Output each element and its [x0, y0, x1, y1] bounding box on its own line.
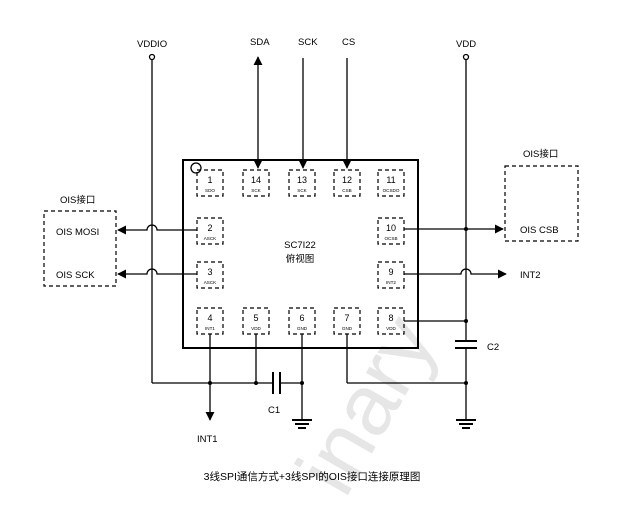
- svg-text:VDD: VDD: [251, 326, 261, 331]
- ground-symbol-2: [456, 419, 476, 429]
- svg-text:10: 10: [386, 223, 396, 233]
- svg-text:SDO: SDO: [205, 188, 215, 193]
- svg-text:7: 7: [344, 313, 349, 323]
- chip-view-label: 俯视图: [286, 253, 315, 265]
- right-ois-title: OIS接口: [523, 148, 558, 160]
- c1-label: C1: [268, 405, 280, 416]
- svg-text:ASCK: ASCK: [204, 280, 217, 285]
- left-ois-mosi-label: OIS MOSI: [56, 227, 99, 238]
- svg-text:2: 2: [207, 223, 212, 233]
- svg-text:OCSB: OCSB: [384, 236, 397, 241]
- svg-text:12: 12: [342, 175, 352, 185]
- svg-text:ASCK: ASCK: [204, 236, 217, 241]
- svg-text:3: 3: [207, 267, 212, 277]
- pin1-indicator: [190, 162, 202, 174]
- svg-text:SCK: SCK: [297, 188, 307, 193]
- left-ois-title: OIS接口: [60, 194, 95, 206]
- svg-text:13: 13: [297, 175, 307, 185]
- vddio-label: VDDIO: [137, 39, 167, 50]
- svg-text:8: 8: [388, 313, 393, 323]
- ois-sck-wire: [117, 268, 197, 279]
- chip-name: SC7I22: [284, 240, 316, 251]
- right-ois-box: [504, 165, 579, 242]
- svg-text:6: 6: [299, 313, 304, 323]
- left-ois-sck-label: OIS SCK: [56, 270, 95, 281]
- ground-symbol-1: [292, 419, 312, 429]
- sck-label: SCK: [298, 37, 318, 48]
- svg-text:INT1: INT1: [205, 326, 215, 331]
- caption: 3线SPI通信方式+3线SPI的OIS接口连接原理图: [204, 470, 421, 483]
- svg-text:9: 9: [388, 267, 393, 277]
- ois-mosi-wire: [117, 224, 197, 235]
- c2-label: C2: [487, 342, 499, 353]
- svg-text:11: 11: [386, 175, 395, 185]
- vdd-terminal: [462, 53, 470, 61]
- cs-label: CS: [342, 37, 355, 48]
- svg-text:OCSDO: OCSDO: [383, 188, 400, 193]
- svg-text:1: 1: [207, 175, 212, 185]
- svg-text:CSB: CSB: [342, 188, 351, 193]
- svg-text:GND: GND: [297, 326, 308, 331]
- svg-text:SCK: SCK: [251, 188, 261, 193]
- int2-wire: [404, 268, 507, 279]
- vddio-terminal: [148, 53, 156, 61]
- sda-label: SDA: [250, 37, 270, 48]
- int2-label: INT2: [520, 270, 541, 281]
- svg-text:INT2: INT2: [386, 280, 396, 285]
- svg-text:VDD: VDD: [386, 326, 396, 331]
- left-ois-box: [43, 210, 117, 287]
- vdd-label: VDD: [456, 39, 476, 50]
- int1-label: INT1: [197, 434, 218, 445]
- svg-text:5: 5: [253, 313, 258, 323]
- svg-text:14: 14: [251, 175, 261, 185]
- svg-text:4: 4: [207, 313, 212, 323]
- right-ois-csb-label: OIS CSB: [520, 225, 559, 236]
- svg-text:GND: GND: [342, 326, 353, 331]
